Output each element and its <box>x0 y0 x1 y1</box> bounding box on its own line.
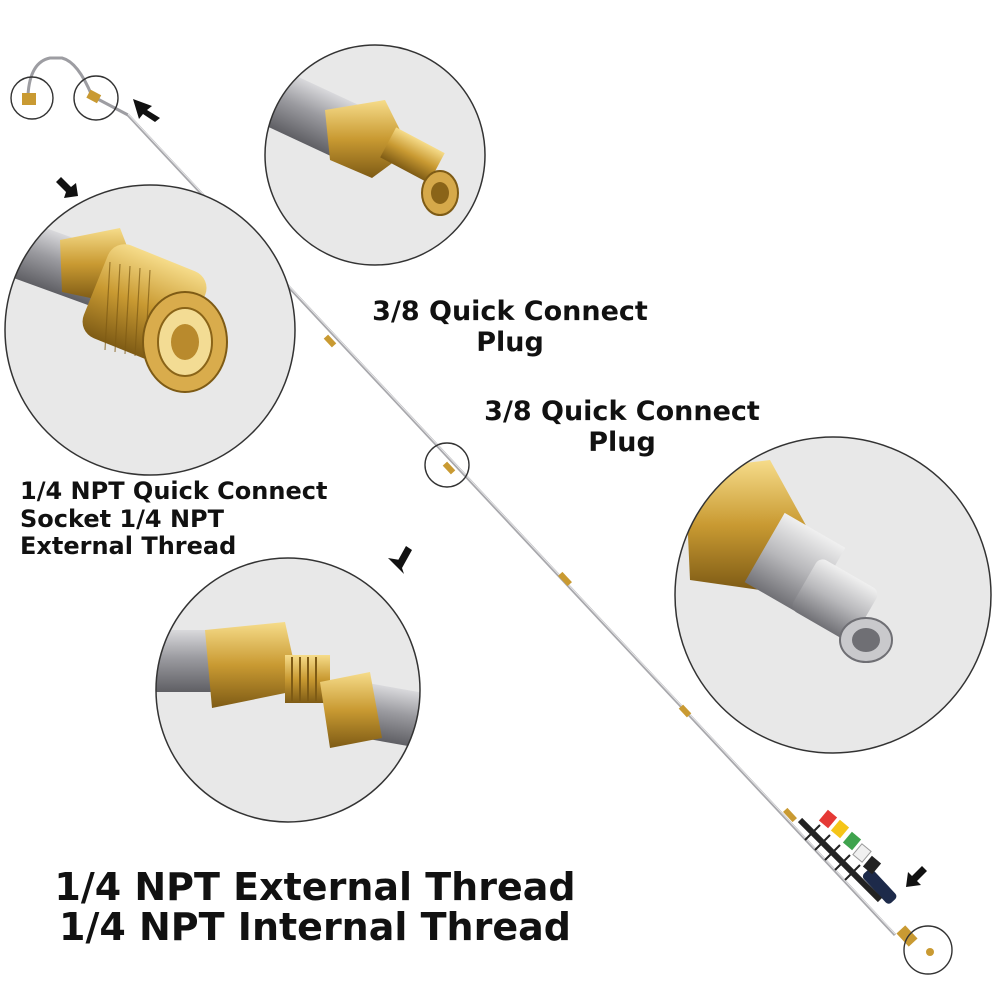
socket-label: 1/4 NPT Quick Connect Socket 1/4 NPT Ext… <box>20 477 328 561</box>
arrow-icon <box>388 546 412 574</box>
arrow-icon <box>906 866 927 887</box>
highlight-circle <box>903 925 953 975</box>
thread-caption-line1: 1/4 NPT External Thread <box>54 865 576 909</box>
plug-label-middle-line1: 3/8 Quick Connect <box>484 396 760 427</box>
plug-label-top: 3/8 Quick Connect Plug <box>360 296 660 358</box>
highlight-circle <box>10 76 54 120</box>
plug-label-top-line2: Plug <box>476 327 544 359</box>
inset-top-plug <box>264 44 486 266</box>
arrow-icon <box>133 99 160 122</box>
plug-label-middle: 3/8 Quick Connect Plug <box>472 396 772 458</box>
plug-label-top-line1: 3/8 Quick Connect <box>372 296 648 327</box>
plug-label-middle-line2: Plug <box>588 427 656 459</box>
inset-right-plug <box>674 436 992 754</box>
highlight-circle <box>424 442 470 488</box>
thread-caption-line2: 1/4 NPT Internal Thread <box>59 904 571 949</box>
arrow-icon <box>56 177 78 198</box>
socket-label-line1: 1/4 NPT Quick Connect <box>20 477 328 505</box>
nozzle-set <box>797 809 883 903</box>
inset-left-socket <box>4 184 296 476</box>
inset-middle-thread <box>155 557 421 823</box>
highlight-circle <box>73 75 119 121</box>
socket-label-line3: External Thread <box>20 532 237 561</box>
thread-caption: 1/4 NPT External Thread 1/4 NPT Internal… <box>20 865 610 949</box>
socket-label-line2: Socket 1/4 NPT <box>20 504 224 533</box>
